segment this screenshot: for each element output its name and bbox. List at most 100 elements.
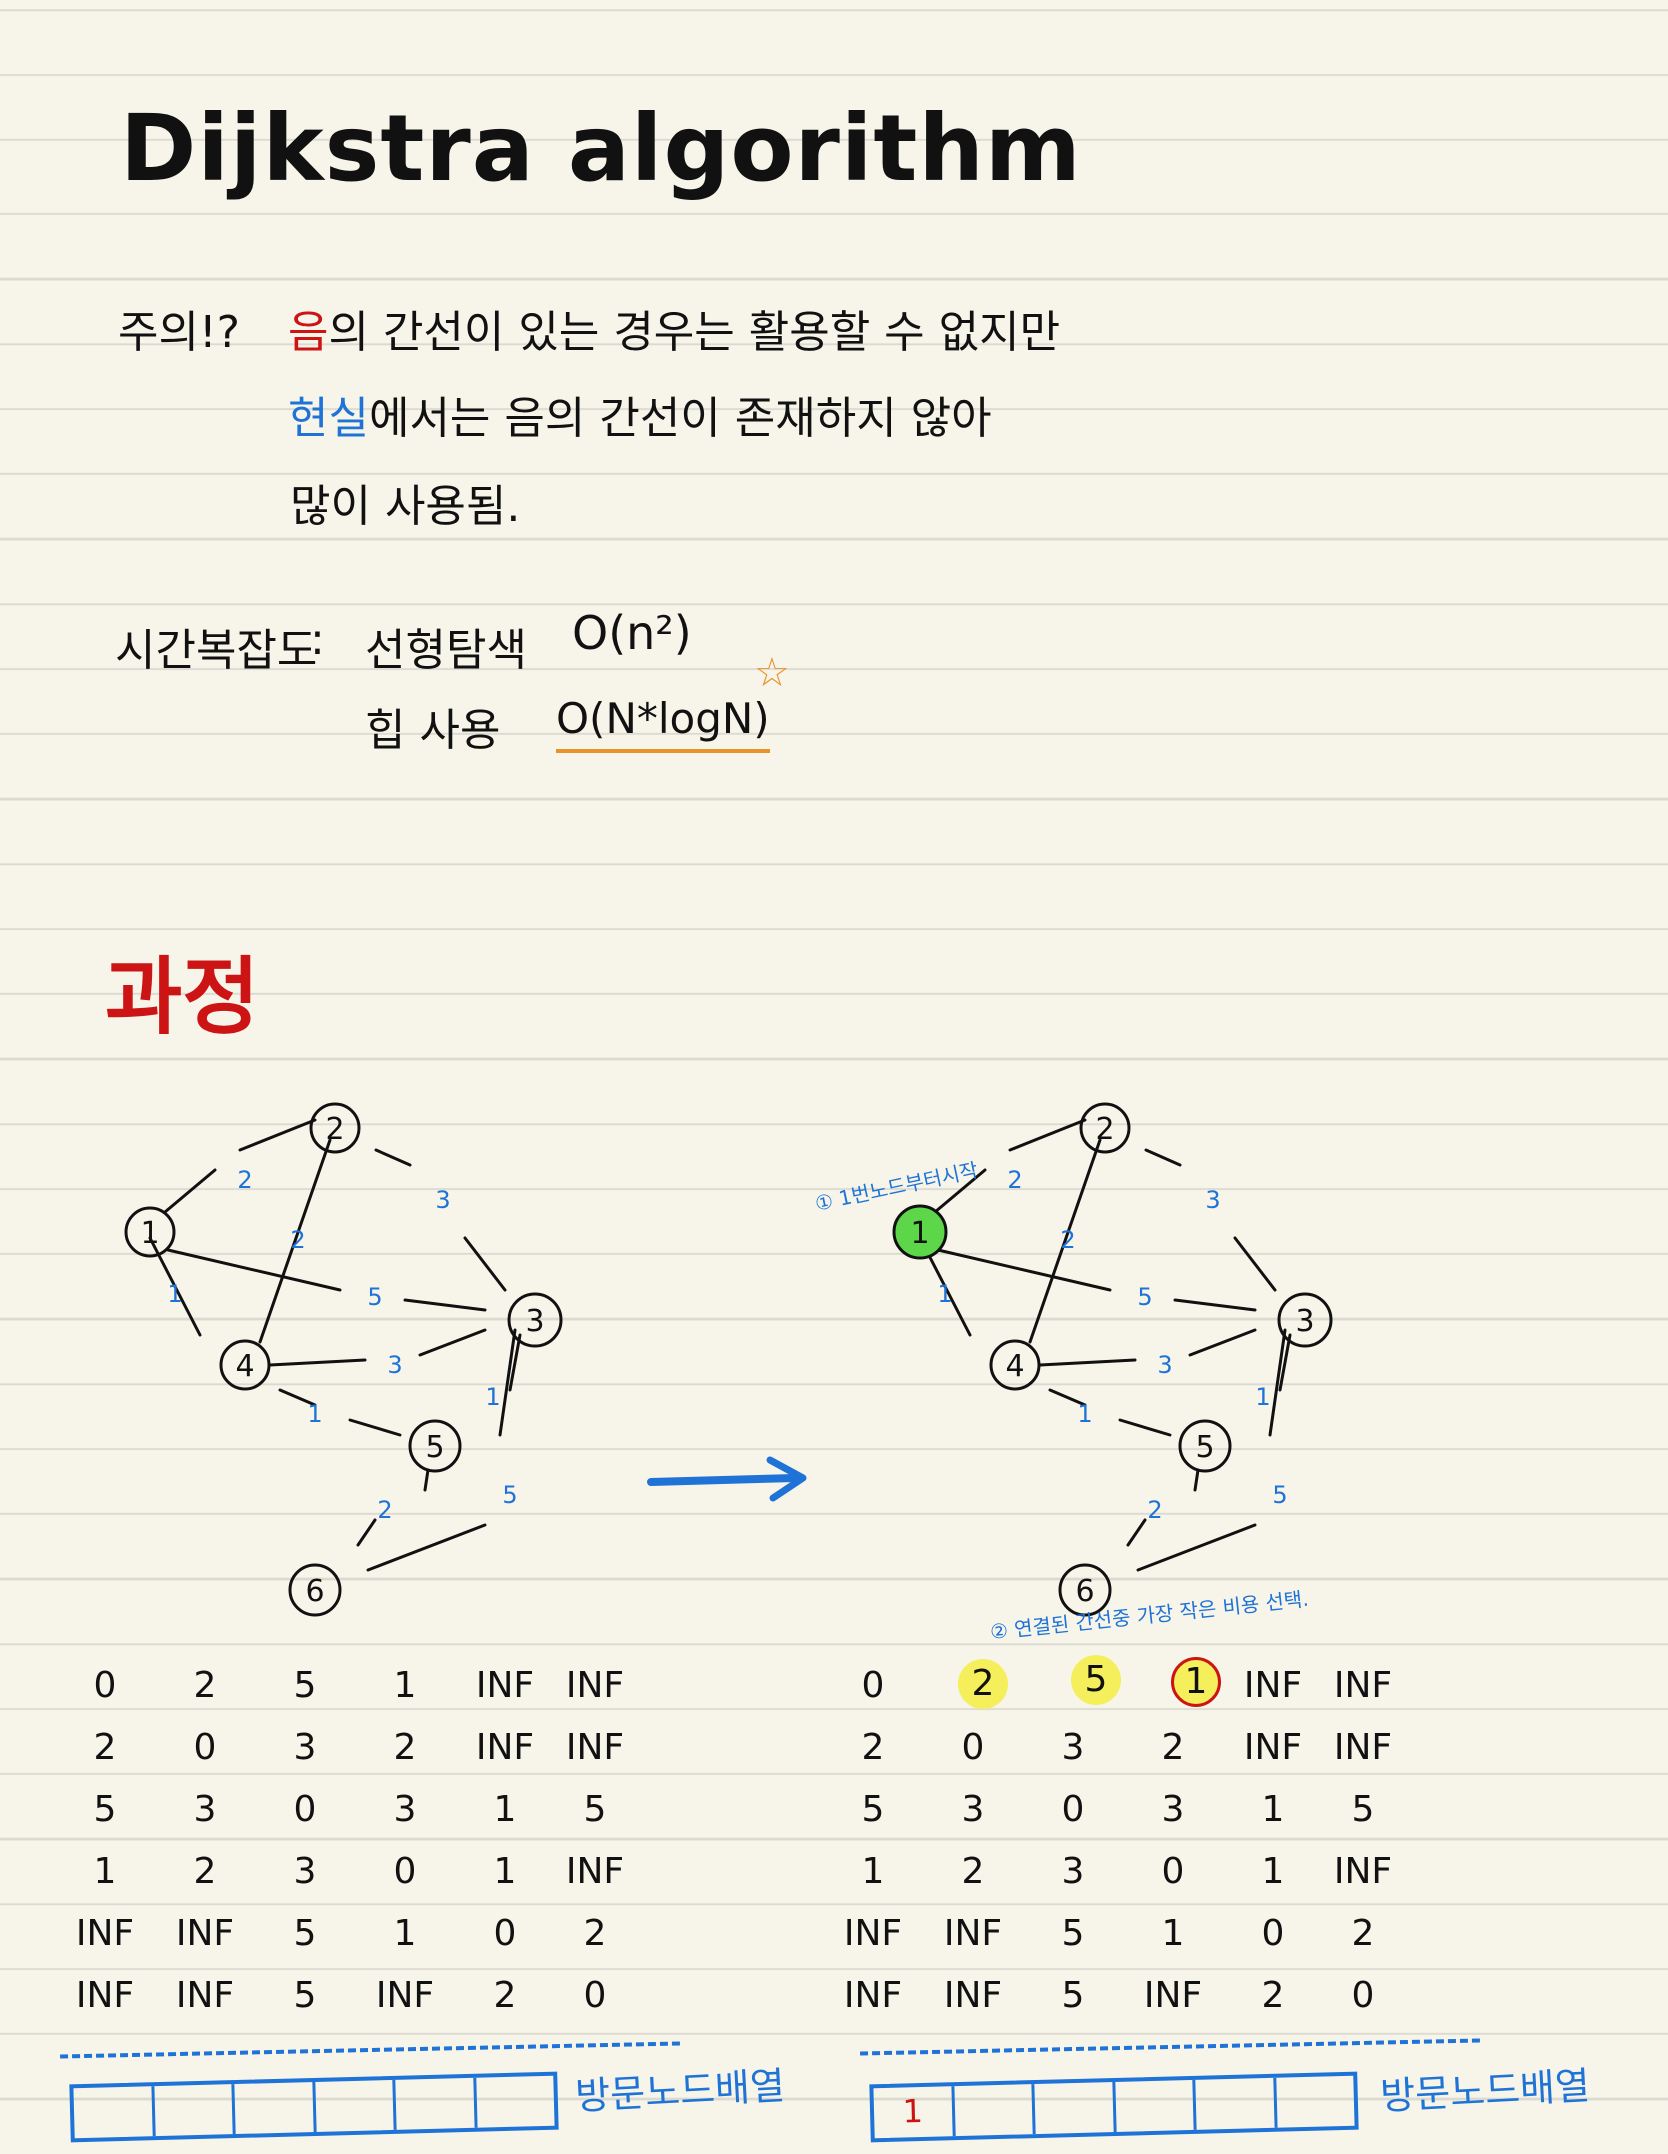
matrix-row: 1 2 3 0 1 INF [828,1851,1448,1911]
time-complexity-colon: : [310,614,325,665]
visited-array-label-right: 방문노드배열 [1379,2063,1591,2119]
matrix-cell: 0 [1061,1789,1085,1830]
visited-array-left [69,2071,559,2143]
graph-after: 1 2 3 4 5 6 2 2 3 5 1 3 1 1 2 5 [892,1102,1333,1617]
weight-5-6: 2 [1147,1496,1162,1524]
note-blue-word: 현실 [288,393,369,444]
matrix-row: 5 3 0 3 1 5 [828,1789,1448,1849]
matrix-cell: INF [565,1665,625,1706]
matrix-cell: 3 [293,1727,317,1768]
node-3: 3 [1295,1304,1314,1339]
matrix-cell: 2 [961,1851,985,1892]
note-line-3: 많이 사용됨. [290,481,521,532]
matrix-cell: 1 [1261,1789,1285,1830]
node-6: 6 [305,1574,324,1609]
matrix-cell: INF [1333,1665,1393,1706]
weight-2-3: 3 [1205,1186,1220,1214]
matrix-cell: INF [175,1913,235,1954]
highlight-cost-5: 5 [1071,1655,1121,1705]
weight-1-3: 5 [367,1283,382,1311]
visited-array-right: 1 [869,2071,1359,2143]
star-icon: ☆ [754,650,790,696]
matrix-cell: 1 [493,1851,517,1892]
matrix-cell: INF [843,1975,903,2016]
weight-5-3: 1 [485,1383,500,1411]
matrix-cell: 0 [1261,1913,1285,1954]
note-line-1: 음의 간선이 있는 경우는 활용할 수 없지만 [288,296,1060,360]
matrix-cell: 0 [961,1727,985,1768]
weight-4-3: 3 [387,1351,402,1379]
matrix-cell: 5 [293,1913,317,1954]
note-red-word: 음 [288,307,329,358]
matrix-cell: 0 [493,1913,517,1954]
visited-cell [73,2086,156,2139]
matrix-cell: 2 [1261,1975,1285,2016]
matrix-cell: 0 [1351,1975,1375,2016]
matrix-cell: 2 [861,1727,885,1768]
matrix-row: 2 0 3 2 INF INF [828,1727,1448,1787]
linear-search-label: 선형탐색 [365,625,527,676]
matrix-cell: 5 [293,1665,317,1706]
visited-cell [153,2084,236,2137]
matrix-row: INF INF 5 INF 2 0 [828,1975,1448,2035]
visited-cell [314,2079,397,2132]
time-complexity-label: 시간복잡도 [115,625,318,676]
matrix-cell: INF [475,1665,535,1706]
matrix-cell: 5 [293,1975,317,2016]
matrix-cell: INF [1243,1665,1303,1706]
matrix-cell: INF [75,1975,135,2016]
matrix-cell: 2 [583,1913,607,1954]
node-4: 4 [1005,1349,1024,1384]
matrix-cell: 2 [1161,1727,1185,1768]
visited-cell [234,2081,317,2135]
matrix-cell: INF [565,1727,625,1768]
dashed-divider-right [860,2038,1480,2056]
visited-cell [476,2076,555,2128]
weight-5-6: 2 [377,1496,392,1524]
matrix-row: INF INF 5 INF 2 0 [60,1975,680,2035]
node-3: 3 [525,1304,544,1339]
matrix-cell: 1 [93,1851,117,1892]
matrix-cell: INF [565,1851,625,1892]
matrix-cell: 5 [1061,1913,1085,1954]
matrix-cell: 2 [393,1727,417,1768]
matrix-row: 0 2 5 1 INF INF [60,1665,680,1725]
weight-4-3: 3 [1157,1351,1172,1379]
matrix-cell: 1 [393,1913,417,1954]
visited-cell [1276,2076,1355,2128]
distance-matrix-right: 0 2 5 1 INF INF 2 0 3 2 INF INF 5 3 0 3 … [828,1655,1448,2025]
graph-after-nodes [892,1102,1333,1617]
heap-label: 힙 사용 [365,705,501,756]
matrix-cell: 3 [961,1789,985,1830]
matrix-cell: INF [1243,1727,1303,1768]
node-2: 2 [1095,1112,1114,1147]
matrix-cell: INF [943,1913,1003,1954]
visited-cell [953,2084,1036,2137]
weight-1-4: 1 [937,1280,952,1308]
visited-cell [1114,2079,1197,2132]
visited-cell [1195,2077,1278,2130]
note-line-1-rest: 의 간선이 있는 경우는 활용할 수 없지만 [328,307,1061,358]
graph-before: 1 2 3 4 5 6 2 2 3 5 1 3 1 1 2 5 [124,1102,563,1617]
matrix-cell: INF [475,1727,535,1768]
matrix-cell: 3 [393,1789,417,1830]
matrix-cell: INF [175,1975,235,2016]
matrix-cell: 1 [393,1665,417,1706]
matrix-cell: 5 [1061,1975,1085,2016]
weight-5-3: 1 [1255,1383,1270,1411]
matrix-cell: 2 [193,1665,217,1706]
node-4: 4 [235,1349,254,1384]
weight-1-2: 2 [237,1166,252,1194]
distance-matrix-left: 0 2 5 1 INF INF 2 0 3 2 INF INF 5 3 0 3 … [60,1665,680,2025]
matrix-cell: 2 [1351,1913,1375,1954]
visited-cell-node-1: 1 [873,2086,956,2139]
matrix-cell: 2 [493,1975,517,2016]
visited-cell [395,2077,478,2130]
weight-3-6: 5 [1272,1481,1287,1509]
matrix-cell: INF [1333,1851,1393,1892]
matrix-cell: 5 [1351,1789,1375,1830]
matrix-cell: 2 [93,1727,117,1768]
matrix-cell: 0 [393,1851,417,1892]
node-1: 1 [140,1216,159,1251]
matrix-cell: INF [1143,1975,1203,2016]
